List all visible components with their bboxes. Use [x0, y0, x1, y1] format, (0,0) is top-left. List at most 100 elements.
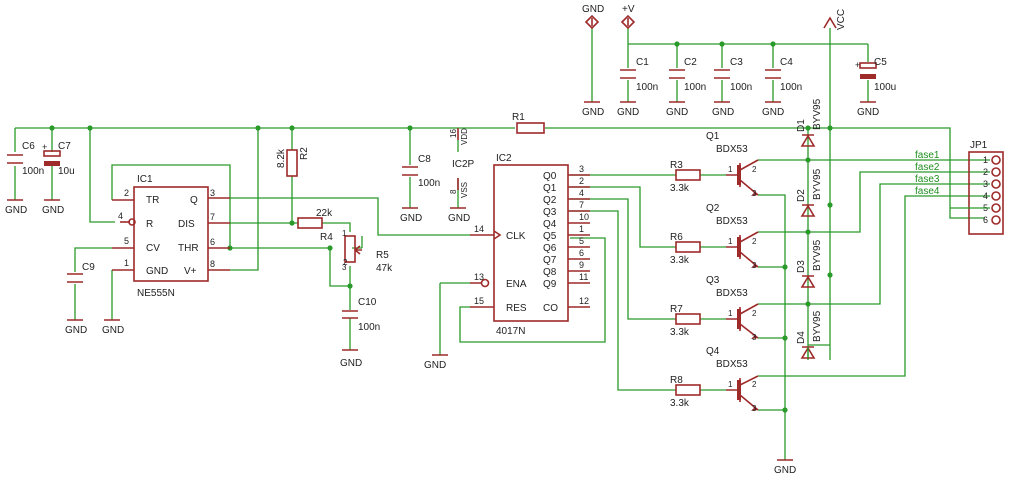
svg-text:8: 8: [210, 259, 215, 269]
svg-text:Q4: Q4: [706, 346, 720, 357]
svg-text:2: 2: [752, 165, 757, 174]
svg-text:Q7: Q7: [543, 255, 557, 266]
svg-text:GND: GND: [448, 213, 470, 224]
svg-text:Q2: Q2: [543, 195, 557, 206]
svg-text:3.3k: 3.3k: [670, 255, 690, 266]
ic2-4017: IC2 4017N CLK ENA RES 14 13 15 Q0 Q1 Q2 …: [470, 153, 590, 337]
transistor-q4: Q4 BDX53 1 2 3: [706, 346, 759, 413]
svg-text:1: 1: [342, 229, 347, 238]
svg-text:C5: C5: [874, 57, 887, 68]
svg-text:C2: C2: [684, 57, 697, 68]
svg-text:V+: V+: [184, 266, 197, 277]
capacitor-c6: C6 100n: [7, 141, 44, 177]
svg-text:100n: 100n: [730, 82, 752, 93]
svg-text:C7: C7: [58, 141, 71, 152]
svg-text:2: 2: [752, 309, 757, 318]
svg-text:3: 3: [752, 261, 757, 270]
transistor-q1: Q1 BDX53 1 2 3: [706, 131, 759, 198]
svg-text:2: 2: [579, 176, 584, 186]
svg-text:CLK: CLK: [506, 231, 526, 242]
capacitor-c5: + C5 100u: [855, 57, 896, 93]
svg-text:D3: D3: [796, 260, 807, 273]
svg-text:GND: GND: [582, 107, 604, 118]
svg-text:R4: R4: [320, 232, 333, 243]
svg-text:10u: 10u: [58, 166, 75, 177]
capacitor-c7: + C7 10u: [42, 141, 75, 177]
svg-text:7: 7: [579, 200, 584, 210]
svg-text:GND: GND: [42, 205, 64, 216]
svg-text:IC1: IC1: [137, 174, 153, 185]
svg-text:fase4: fase4: [915, 186, 940, 197]
svg-text:fase2: fase2: [915, 162, 940, 173]
svg-text:4: 4: [118, 211, 123, 221]
svg-text:3: 3: [983, 179, 988, 189]
svg-text:3: 3: [210, 188, 215, 198]
svg-text:3.3k: 3.3k: [670, 183, 690, 194]
transistor-q3: Q3 BDX53 1 2 3: [706, 275, 759, 342]
svg-text:1: 1: [728, 165, 733, 174]
svg-text:100n: 100n: [22, 166, 44, 177]
svg-text:15: 15: [474, 296, 484, 306]
svg-text:D4: D4: [796, 331, 807, 344]
svg-text:CV: CV: [146, 243, 160, 254]
resistor-r3: R3 3.3k: [670, 160, 701, 194]
svg-text:Q9: Q9: [543, 279, 557, 290]
svg-text:BYV95: BYV95: [812, 98, 823, 130]
svg-text:5: 5: [579, 236, 584, 246]
svg-text:GND: GND: [340, 358, 362, 369]
svg-text:Q3: Q3: [706, 275, 720, 286]
svg-text:16: 16: [449, 129, 458, 138]
svg-text:11: 11: [579, 272, 588, 282]
svg-text:R: R: [146, 219, 153, 230]
svg-text:3: 3: [752, 189, 757, 198]
svg-text:12: 12: [579, 296, 589, 306]
svg-text:100n: 100n: [780, 82, 802, 93]
svg-text:BDX53: BDX53: [716, 144, 748, 155]
svg-text:D1: D1: [796, 119, 807, 132]
potentiometer-r5: R5 47k 1 3 2: [342, 229, 393, 274]
svg-text:Q4: Q4: [543, 219, 557, 230]
svg-text:BYV95: BYV95: [812, 310, 823, 342]
svg-text:VDD: VDD: [460, 128, 469, 145]
svg-text:C3: C3: [730, 57, 743, 68]
svg-text:9: 9: [579, 260, 584, 270]
svg-text:4: 4: [579, 188, 584, 198]
svg-text:2: 2: [752, 237, 757, 246]
svg-text:6: 6: [579, 248, 584, 258]
transistor-q2: Q2 BDX53 1 2 3: [706, 203, 759, 270]
svg-text:VSS: VSS: [460, 182, 469, 198]
svg-text:3: 3: [342, 263, 347, 272]
svg-text:GND: GND: [712, 107, 734, 118]
svg-text:D2: D2: [796, 189, 807, 202]
svg-text:BDX53: BDX53: [716, 359, 748, 370]
svg-text:7: 7: [210, 212, 215, 222]
svg-text:GND: GND: [774, 465, 796, 476]
capacitor-c4: C4 100n: [765, 57, 802, 93]
svg-text:GND: GND: [666, 107, 688, 118]
junctions: [49, 41, 833, 413]
svg-text:3: 3: [752, 404, 757, 413]
svg-text:C1: C1: [636, 57, 649, 68]
wires: [14, 28, 990, 460]
ic2p-power: IC2P 16 VDD 8 VSS: [449, 128, 475, 198]
resistor-r2: 8.2k R2: [276, 147, 310, 177]
svg-text:3.3k: 3.3k: [670, 398, 690, 409]
capacitor-c2: C2 100n: [669, 57, 706, 93]
svg-text:fase1: fase1: [915, 150, 940, 161]
svg-text:1: 1: [124, 258, 129, 268]
svg-text:RES: RES: [506, 303, 527, 314]
svg-text:3: 3: [752, 333, 757, 342]
capacitor-c9: C9: [67, 262, 95, 283]
supply-vcc: VCC: [823, 9, 847, 30]
svg-text:100u: 100u: [874, 82, 896, 93]
svg-text:100n: 100n: [418, 178, 440, 189]
svg-text:3.3k: 3.3k: [670, 327, 690, 338]
net-labels: fase1 fase2 fase3 fase4: [915, 150, 940, 197]
svg-text:GND: GND: [102, 325, 124, 336]
svg-text:ENA: ENA: [506, 279, 527, 290]
svg-text:C8: C8: [418, 154, 431, 165]
svg-text:5: 5: [124, 236, 129, 246]
svg-text:Q8: Q8: [543, 267, 557, 278]
svg-text:BYV95: BYV95: [812, 168, 823, 200]
